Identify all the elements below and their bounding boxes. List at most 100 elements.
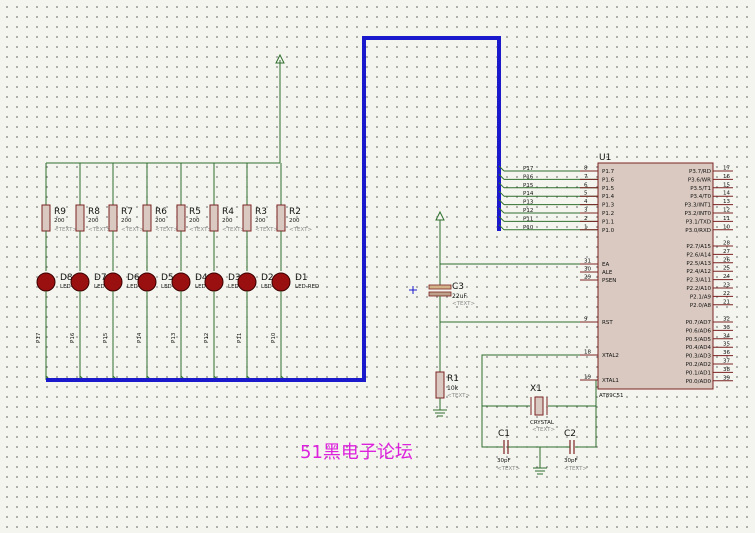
c2-ref: C2 [564, 429, 576, 439]
mcu-pin-number: 16 [723, 174, 730, 180]
mcu-pin-name: P0.0/AD0 [686, 379, 712, 385]
forum-watermark: 51黑电子论坛 [300, 442, 413, 463]
mcu-pin-number: 39 [723, 375, 730, 381]
mcu-pin-name: P2.0/A8 [690, 303, 712, 309]
resistor-tag: <TEXT> [155, 227, 178, 233]
led-ref: D5 [161, 273, 174, 283]
led-ref: D3 [228, 273, 241, 283]
x1-ref: X1 [530, 384, 542, 394]
r1-value: 10k [447, 385, 459, 392]
power-terminal-top [275, 53, 285, 64]
mcu-pin-number: 4 [584, 199, 588, 205]
bus-net-label: P11 [523, 216, 533, 222]
mcu-pin-name: XTAL2 [602, 353, 619, 359]
mcu-pin-number: 37 [723, 359, 730, 365]
resistor-ref: R8 [88, 207, 100, 217]
mcu-pin-name: P1.0 [602, 228, 615, 234]
power-terminal-reset [435, 210, 445, 221]
mcu-pin-number: 10 [723, 224, 730, 230]
resistor-value: 200 [255, 218, 266, 224]
mcu-pin-name: P3.0/RXD [685, 228, 711, 234]
bus-net-label: P10 [523, 225, 534, 231]
mcu-pin-name: P3.5/T1 [690, 186, 711, 192]
resistor-ref: R7 [121, 207, 133, 217]
oscillator-circuit: X1 CRYSTAL <TEXT> C1 30pF <TEXT> C2 30pF… [481, 354, 600, 475]
resistor-tag: <TEXT> [88, 227, 111, 233]
mcu-pin-number: 34 [723, 333, 730, 339]
resistor-body [209, 204, 219, 232]
bus-net-label: P13 [523, 200, 534, 206]
resistor-body [142, 204, 152, 232]
resistor-ref: R3 [255, 207, 267, 217]
mcu-pin-number: 7 [584, 174, 588, 180]
led-body [271, 272, 291, 292]
mcu-pin-name: P2.5/A13 [686, 261, 711, 267]
mcu-pin-number: 33 [723, 325, 730, 331]
mcu-pin-name: P0.7/AD7 [686, 320, 712, 326]
led-net-label: P15 [103, 332, 109, 343]
mcu-pin-name: P1.7 [602, 169, 615, 175]
x1-tag: <TEXT> [532, 427, 555, 433]
mcu-pin-name: P2.1/A9 [690, 294, 712, 300]
led-body [70, 272, 90, 292]
mcu-pin-name: P0.5/AD5 [686, 337, 712, 343]
resistor-ref: R6 [155, 207, 167, 217]
mcu-pin-number: 26 [723, 257, 730, 263]
mcu-pin-name: P0.6/AD6 [686, 328, 712, 334]
led-body [237, 272, 257, 292]
mcu-pin-number: 22 [723, 291, 730, 297]
mcu-pin-number: 9 [584, 317, 588, 323]
led-body [103, 272, 123, 292]
bus-net-label: P12 [523, 208, 533, 214]
resistor-tag: <TEXT> [121, 227, 144, 233]
c3-ref: C3 [452, 282, 464, 292]
c1-value: 30pF [497, 458, 511, 464]
c3-tag: <TEXT> [452, 301, 475, 307]
led-net-label: P14 [137, 332, 143, 343]
resistor-value: 200 [289, 218, 300, 224]
mcu-pin-number: 30 [584, 267, 591, 273]
r1-ref: R1 [447, 374, 459, 384]
mcu-pin-name: P2.6/A14 [686, 252, 711, 258]
mcu-pin-number: 12 [723, 208, 730, 214]
resistor-tag: <TEXT> [189, 227, 212, 233]
led-ref: D7 [94, 273, 107, 283]
c1-ref: C1 [498, 429, 510, 439]
mcu-pin-name: P2.7/A15 [686, 244, 711, 250]
mcu-pin-number: 17 [723, 166, 730, 172]
mcu-pin-name: ALE [602, 270, 613, 276]
mcu-pin-number: 36 [723, 350, 730, 356]
mcu-u1: U1 AT89C51 8P1.77P1.66P1.55P1.44P1.33P1.… [580, 153, 733, 399]
mcu-pin-number: 3 [584, 208, 588, 214]
c2-tag: <TEXT> [564, 466, 587, 472]
mcu-pin-name: P0.2/AD2 [686, 362, 711, 368]
mcu-pin-number: 38 [723, 367, 730, 373]
mcu-pin-name: P0.3/AD3 [686, 354, 712, 360]
resistor-value: 200 [88, 218, 99, 224]
resistor-body [75, 204, 85, 232]
led-net-label: P11 [237, 333, 243, 343]
mcu-pin-name: P2.3/A11 [686, 278, 711, 284]
led-body [36, 272, 56, 292]
mcu-pin-number: 2 [584, 216, 588, 222]
resistor-body [242, 204, 252, 232]
led-bank: R9200<TEXT>D8LED-REDP17R8200<TEXT>D7LED-… [36, 53, 319, 381]
mcu-pin-name: P1.3 [602, 203, 615, 209]
mcu-pin-number: 21 [723, 299, 730, 305]
resistor-ref: R2 [289, 207, 301, 217]
led-ref: D4 [195, 273, 208, 283]
resistor-ref: R4 [222, 207, 234, 217]
mcu-pin-number: 8 [584, 166, 588, 172]
mcu-pin-number: 27 [723, 249, 730, 255]
mcu-pin-name: P1.2 [602, 211, 614, 217]
c1-tag: <TEXT> [497, 466, 520, 472]
mcu-pin-number: 14 [723, 191, 730, 197]
led-ref: D8 [60, 273, 73, 283]
mcu-pin-name: RST [602, 320, 613, 326]
